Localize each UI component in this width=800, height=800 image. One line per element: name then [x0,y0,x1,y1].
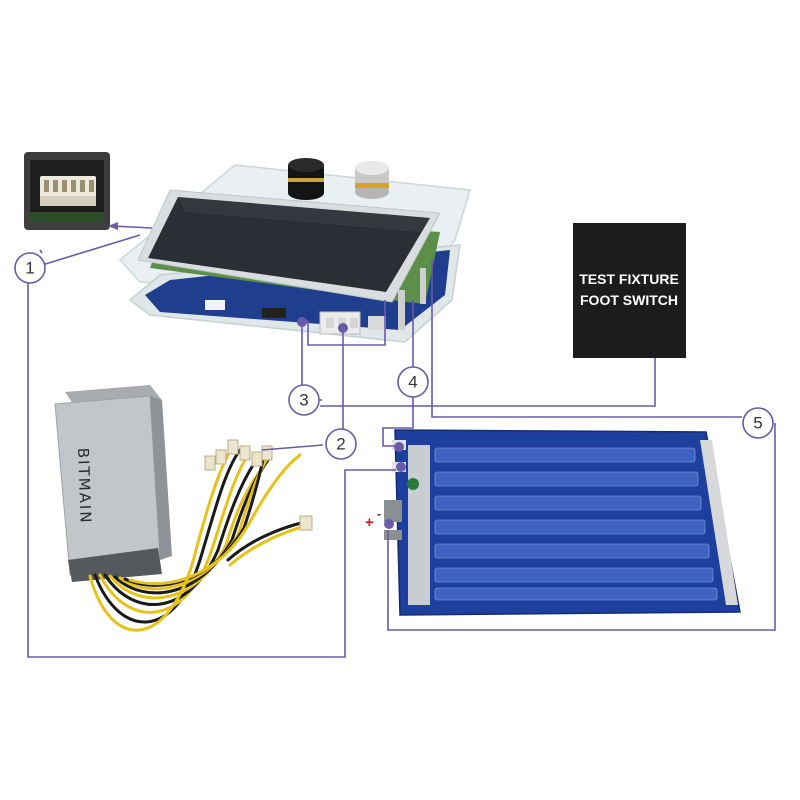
fixture-port-2-dot [338,323,348,333]
callout-2-label: 2 [336,435,345,454]
rotary-knob-silver [355,161,389,199]
callout-2: 2 [325,428,357,460]
psu-brand-label: BITMAIN [74,448,95,525]
power-plus-label: + [365,514,374,531]
wire-4 [382,300,414,447]
callout-5-label: 5 [753,414,762,433]
hashboard-port-4-dot [396,462,406,472]
callout-3: 3 [288,384,320,416]
callout-4: 4 [397,366,429,398]
hashboard-port-5-dot [394,442,404,452]
callout-1: 1 [14,252,46,284]
wire-1-arrow [111,225,153,229]
foot-switch-label-line2: FOOT SWITCH [580,292,678,308]
callout-1-label: 1 [25,259,34,278]
foot-switch-label-line1: TEST FIXTURE [579,271,679,287]
wire-2 [261,300,386,451]
fixture-port-3-dot [297,317,307,327]
connector-inset [24,152,110,230]
hashboard-power-dot [384,519,394,529]
controller-fixture [118,158,471,343]
power-supply-unit: BITMAIN [54,385,172,582]
power-minus-label: - [377,507,381,521]
foot-switch-box: TEST FIXTURE FOOT SWITCH [573,223,686,358]
pcie-connectors [204,439,313,531]
power-cables [88,448,308,632]
callout-3-label: 3 [299,391,308,410]
rotary-knob-black [288,158,324,200]
hashboard: + - [365,429,741,616]
callout-5: 5 [742,407,774,439]
callout-4-label: 4 [408,373,417,392]
wiring-lines [27,222,776,658]
wire-1 [27,249,396,658]
wire-5 [387,260,776,631]
